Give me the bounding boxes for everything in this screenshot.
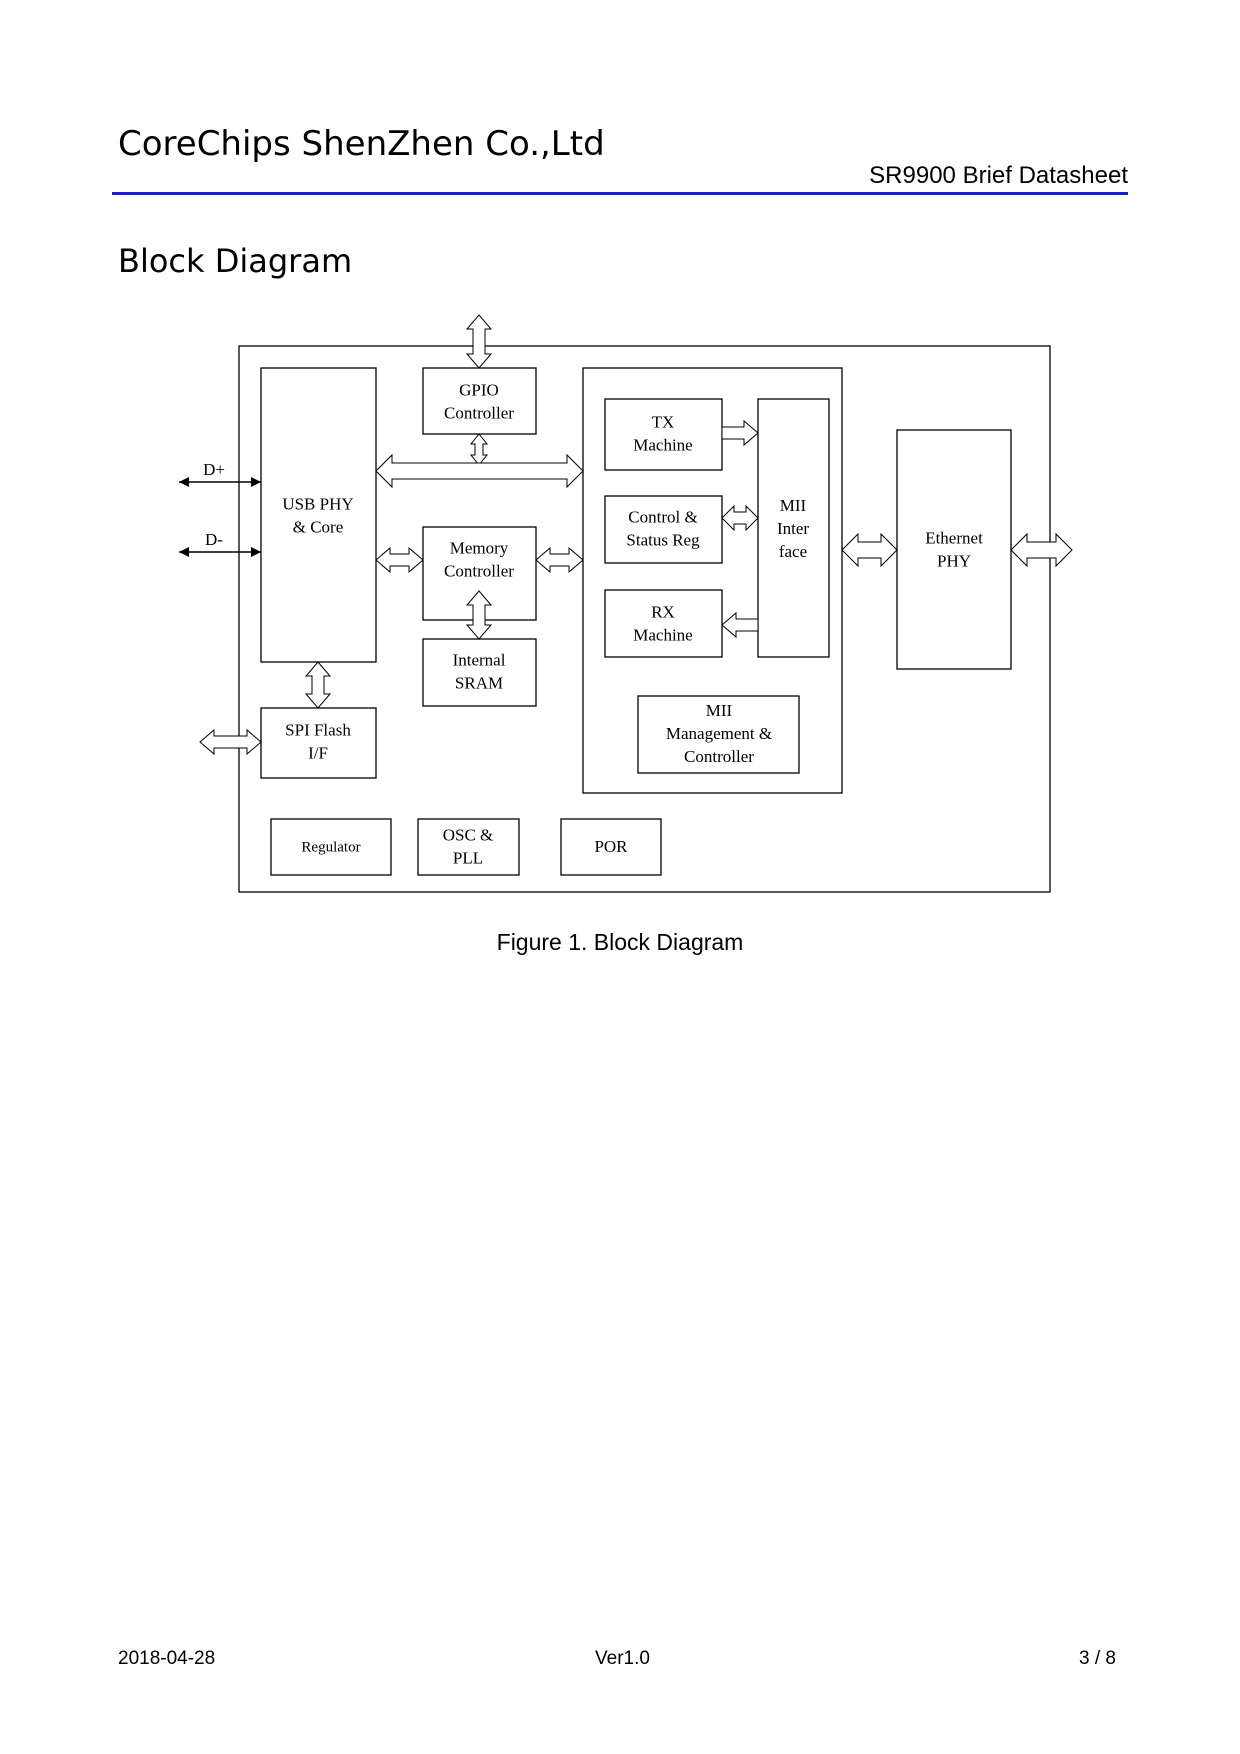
control-status-reg-block	[604, 495, 723, 564]
system-bus-arrow	[375, 453, 584, 489]
por-block	[560, 818, 662, 876]
mii-management-block	[637, 695, 800, 774]
document-title: SR9900 Brief Datasheet	[869, 162, 1128, 189]
memory-mac-arrow	[535, 546, 584, 574]
header-rule	[112, 192, 1128, 195]
footer-version: Ver1.0	[595, 1648, 650, 1669]
mii-interface-block	[757, 398, 830, 658]
usb-spi-arrow	[304, 661, 332, 709]
csr-mii-arrow	[721, 504, 759, 532]
mii-rx-arrow	[721, 611, 759, 639]
section-heading: Block Diagram	[118, 242, 353, 280]
dminus-signal-head	[179, 547, 189, 557]
dminus-label: D-	[205, 530, 223, 549]
internal-sram-block	[422, 638, 537, 707]
tx-mii-arrow	[721, 419, 759, 447]
ethernet-phy-block	[896, 429, 1012, 670]
dplus-signal-head	[179, 477, 189, 487]
footer-page-number: 3 / 8	[1079, 1648, 1116, 1669]
usb-memory-arrow	[375, 546, 424, 574]
control-status-reg-label: Control &Status Reg	[626, 507, 700, 549]
usb-phy-core-label: USB PHY& Core	[282, 494, 353, 536]
tx-machine-block	[604, 398, 723, 471]
dminus-signal-head	[251, 547, 261, 557]
regulator-block	[270, 818, 392, 876]
regulator-label: Regulator	[301, 839, 360, 855]
mac-ethernet-arrow	[841, 532, 898, 568]
dplus-label: D+	[203, 460, 225, 479]
figure-caption: Figure 1. Block Diagram	[496, 929, 744, 955]
ethernet-external-arrow	[1010, 532, 1073, 568]
gpio-external-arrow	[465, 314, 493, 369]
osc-pll-block	[417, 818, 520, 876]
spi-external-arrow	[199, 728, 262, 756]
gpio-controller-block	[422, 367, 537, 435]
usb-phy-core-block	[260, 367, 377, 663]
rx-machine-block	[604, 589, 723, 658]
memory-sram-arrow	[465, 590, 493, 640]
spi-flash-if-block	[260, 707, 377, 779]
dplus-signal-head	[251, 477, 261, 487]
company-name: CoreChips ShenZhen Co.,Ltd	[118, 124, 605, 164]
osc-pll-label: OSC &PLL	[443, 825, 494, 867]
por-label: POR	[594, 837, 628, 856]
footer-date: 2018-04-28	[118, 1648, 216, 1669]
